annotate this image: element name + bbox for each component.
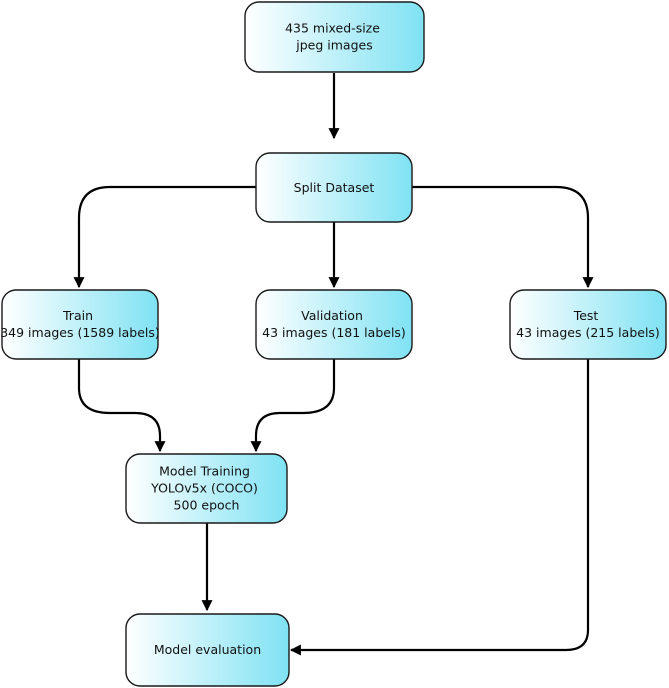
svg-text:Model evaluation: Model evaluation xyxy=(154,642,261,657)
edge-split-to-train xyxy=(73,185,256,289)
node-training-line: YOLOv5x (COCO) xyxy=(150,480,258,495)
node-test: Test 43 images (215 labels) xyxy=(509,289,667,360)
edge-split-to-test xyxy=(412,185,594,289)
node-source-line: 435 mixed-size xyxy=(285,20,380,35)
node-split-line: Split Dataset xyxy=(294,180,375,195)
node-train: Train 349 images (1589 labels) xyxy=(0,289,160,360)
svg-text:435 mixed-size jpeg imag: 435 mixed-size jpeg images xyxy=(285,20,384,52)
node-training-line: 500 epoch xyxy=(174,497,240,512)
node-train-line: 349 images (1589 labels) xyxy=(0,325,160,340)
node-test-line: Test xyxy=(573,308,599,323)
node-training-line: Model Training xyxy=(159,463,250,478)
node-validation-line: Validation xyxy=(301,308,363,323)
node-split: Split Dataset xyxy=(255,152,413,223)
node-validation: Validation 43 images (181 labels) xyxy=(255,289,413,360)
node-train-line: Train xyxy=(62,308,93,323)
svg-text:Validation 43 images (18: Validation 43 images (181 labels) xyxy=(262,308,406,340)
edge-validation-to-training xyxy=(250,359,336,453)
edges xyxy=(73,73,594,656)
edge-test-to-evaluation xyxy=(289,359,590,656)
node-validation-line: 43 images (181 labels) xyxy=(262,325,406,340)
svg-text:Model Training YOLOv5x (: Model Training YOLOv5x (COCO) 500 epoch xyxy=(150,463,262,512)
node-source-line: jpeg images xyxy=(295,37,372,52)
node-test-line: 43 images (215 labels) xyxy=(516,325,660,340)
node-evaluation-line: Model evaluation xyxy=(154,642,261,657)
svg-text:Split Dataset: Split Dataset xyxy=(294,180,375,195)
edge-train-to-training xyxy=(77,359,166,453)
svg-text:Train 349 images (1589 l: Train 349 images (1589 labels) xyxy=(0,308,160,340)
svg-text:Test 43 images (215 labe: Test 43 images (215 labels) xyxy=(516,308,660,340)
node-evaluation: Model evaluation xyxy=(125,613,290,687)
node-training: Model Training YOLOv5x (COCO) 500 epoch xyxy=(125,453,288,524)
node-source: 435 mixed-size jpeg images xyxy=(244,1,425,73)
